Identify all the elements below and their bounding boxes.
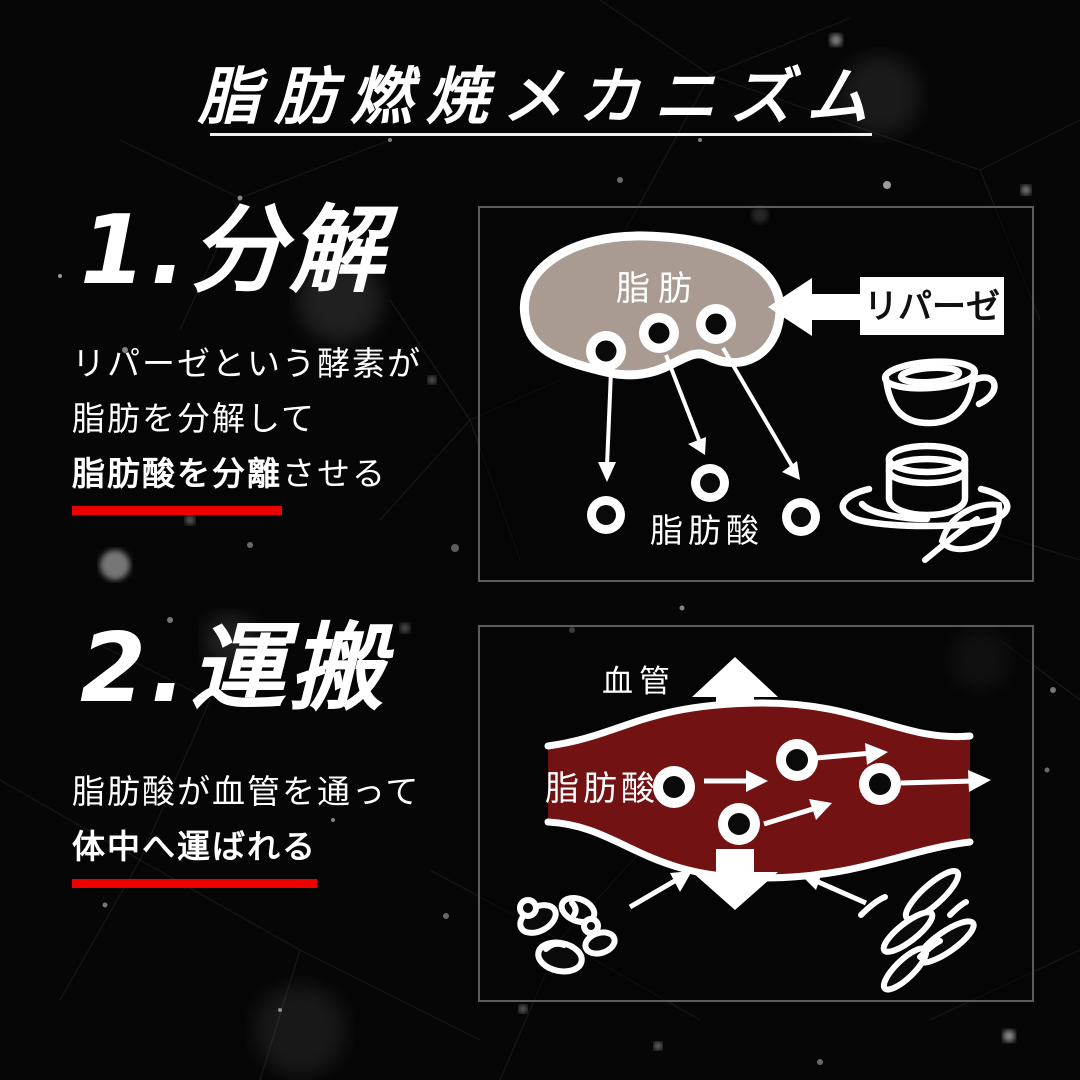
vessel-down-arrow [692,849,778,910]
vessel-shape [548,702,970,878]
step2-line1: 脂肪酸が血管を通って [72,772,421,811]
step2-heading: 2.運搬 [80,614,389,724]
page-title: 脂肪燃焼メカニズム [197,60,882,133]
release-arrows [598,346,800,482]
spice-slices-icon [858,868,977,993]
transport-fatty-acid-label: 脂肪酸 [545,769,659,809]
step1-tail: させる [282,454,387,493]
step2-highlight: 体中へ運ばれる [72,819,317,888]
lipase-label: リパーゼ [864,288,1000,326]
fat-droplets [586,304,736,371]
title-underline [210,133,872,136]
teacup-saucer-icon [839,442,1011,530]
diagram-breakdown-box: 脂肪 脂肪酸 [478,206,1034,582]
step1-heading: 1.分解 [80,196,389,306]
vessel-up-arrow [692,657,778,727]
fatty-acid-droplets [587,464,820,536]
lipase-arrow [768,278,876,336]
leaf-icon [922,501,1003,563]
vessel-wall-top [544,699,974,750]
fatty-acid-label: 脂肪酸 [650,511,764,550]
step1-description: リパーゼという酵素が 脂肪を分解して 脂肪酸を分離させる [72,336,422,515]
vessel-label: 血管 [602,664,676,700]
vessel-droplets [653,739,901,845]
inbound-arrows [628,870,868,910]
spice-root-icon [517,894,618,975]
step1-line1: リパーゼという酵素が [72,344,422,383]
fat-label: 脂肪 [616,269,700,309]
coffee-cup-icon [881,358,998,427]
lipase-box [860,277,1004,335]
step2-description: 脂肪酸が血管を通って 体中へ運ばれる [72,764,420,888]
diagram-breakdown: 脂肪 脂肪酸 [519,231,1011,563]
step1-line2: 脂肪を分解して [72,399,317,438]
diagram-transport: 血管 脂肪酸 [517,657,991,993]
diagram-transport-box: 血管 脂肪酸 [478,625,1034,1002]
step1-highlight: 脂肪酸を分離 [72,446,282,515]
flow-arrows [704,743,991,827]
